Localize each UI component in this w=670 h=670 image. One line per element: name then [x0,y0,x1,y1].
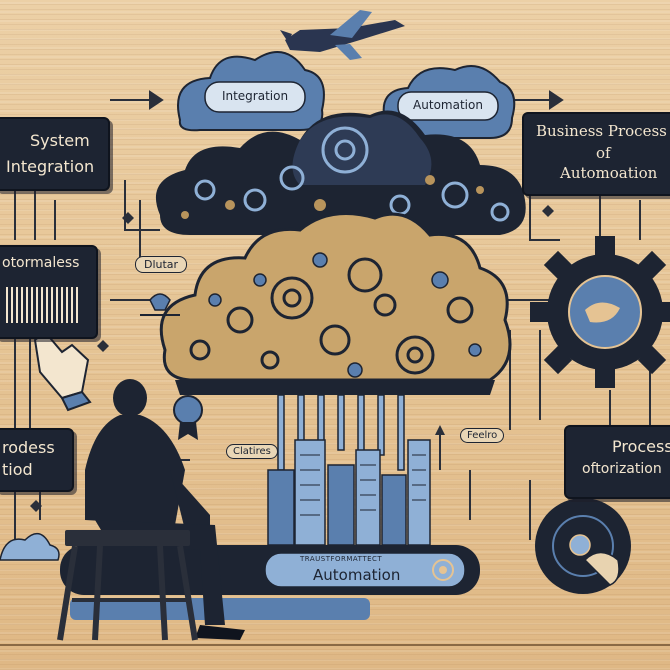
otormaless-label: otormaless [2,255,80,271]
process-left-line1: rodess [2,438,55,457]
business-process-line3: Automoation [560,164,658,182]
process-right-line2: oftorization [582,461,662,477]
right-gear-icon [530,236,670,388]
integration-cloud [177,51,325,132]
building-windows [300,454,426,516]
integration-cloud-label: Integration [221,89,289,103]
system-integration-line1: System [30,131,90,150]
gear-fills-central [208,252,482,378]
otormaless-panel: otormaless [0,245,98,339]
automation-cloud-label: Automation [413,98,483,112]
bottom-right-disc [535,498,631,594]
process-right-line1: Process [612,437,670,456]
automation-bar [60,545,480,620]
lamp-icon [140,293,180,316]
badge-icon [173,395,203,440]
dlutar-label: Dlutar [135,256,188,273]
gear-cluster-central [189,257,474,375]
stool [57,530,198,641]
automation-cloud [382,65,516,139]
process-left-panel: rodess tiod [0,428,74,492]
process-right-panel: Process oftorization [564,425,670,499]
city-buildings [267,439,431,546]
system-integration-line2: Integration [6,157,95,176]
clatires-label: Clatires [226,444,278,459]
gear-cluster-top [194,126,510,222]
system-integration-panel: System Integration [0,117,110,191]
seated-man-figure [85,379,245,640]
automation-bar-label: Automation [313,566,401,584]
transformation-small-label: TRAUSTFORMATTECT [300,555,383,563]
barcode-graphic [6,287,78,323]
airplane-icon [280,10,405,60]
feelro-label: Feelro [460,428,505,443]
pointing-hand-icon [33,330,92,412]
business-process-line1: Business Process [536,122,667,140]
business-process-panel: Business Process of Automoation [522,112,670,196]
small-cloud-icon [0,532,60,561]
gear-dots-top [181,175,484,219]
business-process-line2: of [596,144,611,162]
process-left-line2: tiod [2,460,33,479]
